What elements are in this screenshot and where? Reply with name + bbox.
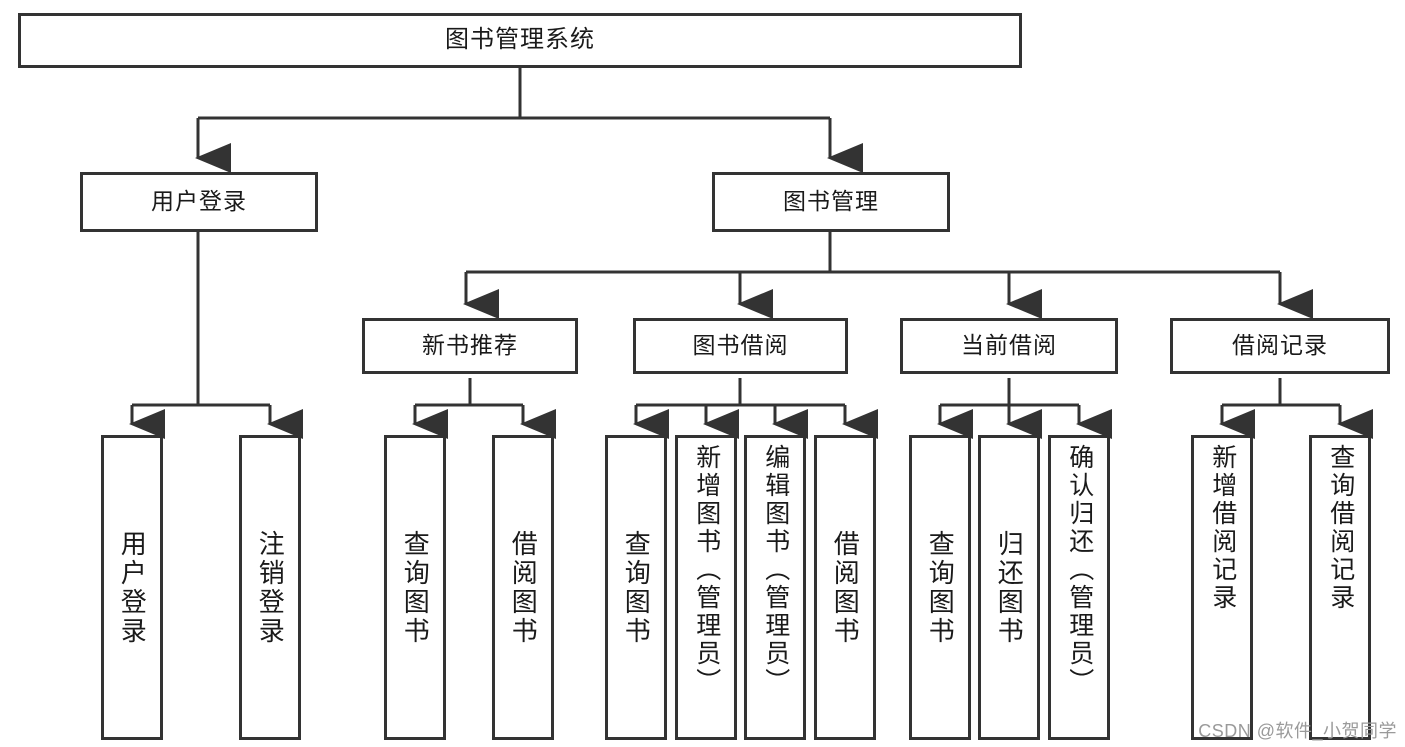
leaf-add-borrow-record[interactable]: 新增借阅记录 — [1191, 435, 1253, 740]
leaf-logout-login-label: 注销登录 — [255, 529, 286, 646]
leaf-confirm-return-admin-label: 确认归还（管理员） — [1065, 444, 1094, 696]
leaf-query-book-1[interactable]: 查询图书 — [384, 435, 446, 740]
watermark: CSDN @软件_小贺同学 — [1198, 721, 1397, 741]
node-user-login[interactable]: 用户登录 — [80, 172, 318, 232]
leaf-query-book-1-label: 查询图书 — [400, 529, 431, 646]
node-root[interactable]: 图书管理系统 — [18, 13, 1022, 68]
node-current-borrow-label: 当前借阅 — [961, 332, 1057, 359]
node-new-book-recommend-label: 新书推荐 — [422, 332, 518, 359]
leaf-return-book-label: 归还图书 — [994, 529, 1025, 646]
leaf-return-book[interactable]: 归还图书 — [978, 435, 1040, 740]
leaf-query-book-2[interactable]: 查询图书 — [605, 435, 667, 740]
node-book-management-label: 图书管理 — [783, 188, 879, 215]
leaf-query-borrow-record[interactable]: 查询借阅记录 — [1309, 435, 1371, 740]
leaf-edit-book-admin-label: 编辑图书（管理员） — [761, 444, 790, 696]
leaf-user-login-label: 用户登录 — [117, 529, 148, 646]
leaf-add-borrow-record-label: 新增借阅记录 — [1208, 444, 1237, 612]
leaf-add-book-admin[interactable]: 新增图书（管理员） — [675, 435, 737, 740]
node-book-borrow[interactable]: 图书借阅 — [633, 318, 848, 374]
leaf-query-book-3[interactable]: 查询图书 — [909, 435, 971, 740]
leaf-query-book-2-label: 查询图书 — [621, 529, 652, 646]
leaf-query-borrow-record-label: 查询借阅记录 — [1326, 444, 1355, 612]
leaf-borrow-book-2[interactable]: 借阅图书 — [814, 435, 876, 740]
leaf-logout-login[interactable]: 注销登录 — [239, 435, 301, 740]
node-new-book-recommend[interactable]: 新书推荐 — [362, 318, 578, 374]
leaf-user-login[interactable]: 用户登录 — [101, 435, 163, 740]
node-borrow-record[interactable]: 借阅记录 — [1170, 318, 1390, 374]
leaf-borrow-book-1-label: 借阅图书 — [508, 529, 539, 646]
node-current-borrow[interactable]: 当前借阅 — [900, 318, 1118, 374]
leaf-query-book-3-label: 查询图书 — [925, 529, 956, 646]
leaf-add-book-admin-label: 新增图书（管理员） — [692, 444, 721, 696]
node-borrow-record-label: 借阅记录 — [1232, 332, 1328, 359]
leaf-confirm-return-admin[interactable]: 确认归还（管理员） — [1048, 435, 1110, 740]
node-book-management[interactable]: 图书管理 — [712, 172, 950, 232]
leaf-borrow-book-2-label: 借阅图书 — [830, 529, 861, 646]
leaf-edit-book-admin[interactable]: 编辑图书（管理员） — [744, 435, 806, 740]
node-root-label: 图书管理系统 — [445, 26, 595, 54]
node-book-borrow-label: 图书借阅 — [692, 332, 789, 359]
node-user-login-label: 用户登录 — [151, 188, 247, 215]
leaf-borrow-book-1[interactable]: 借阅图书 — [492, 435, 554, 740]
